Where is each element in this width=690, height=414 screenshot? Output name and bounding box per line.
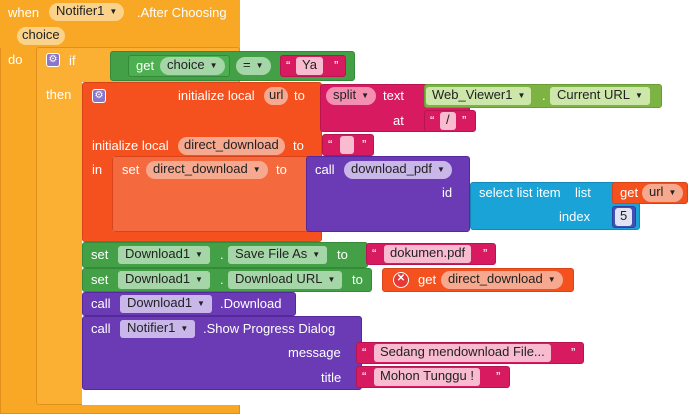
init-url-label: initialize local <box>178 88 255 103</box>
do-label: do <box>8 52 23 67</box>
split-at-label: at <box>393 113 404 128</box>
text-title-value[interactable]: Mohon Tunggu ! <box>374 368 480 386</box>
index-number-value[interactable]: 5 <box>615 208 633 226</box>
call-progress-call: call <box>91 321 111 336</box>
quote-close: ” <box>571 345 576 360</box>
webviewer-property-dropdown[interactable]: Current URL▼ <box>550 87 650 105</box>
init-url-to: to <box>294 88 305 103</box>
event-component-dropdown[interactable]: Notifier1▼ <box>49 3 125 21</box>
text-dokumen-value[interactable]: dokumen.pdf <box>384 245 472 263</box>
text-empty-value[interactable] <box>340 136 354 154</box>
webviewer-dot: . <box>542 88 546 103</box>
param-choice[interactable]: choice <box>17 27 65 45</box>
quote-close: ” <box>483 246 488 261</box>
when-label: when <box>8 5 40 20</box>
operator-dropdown[interactable]: =▼ <box>236 57 271 75</box>
init-dd-label: initialize local <box>92 138 169 153</box>
call-download-component-dropdown[interactable]: Download1▼ <box>120 295 212 313</box>
call-progress-component-dropdown[interactable]: Notifier1▼ <box>120 320 196 338</box>
if-label: if <box>69 53 76 68</box>
get-dd-get: get <box>418 272 437 287</box>
call-download-call: call <box>91 296 111 311</box>
set-url-set: set <box>91 272 109 287</box>
set-url-dot: . <box>220 272 224 287</box>
text-slash-value[interactable]: / <box>440 112 456 130</box>
get-dd-var-dropdown[interactable]: direct_download▼ <box>441 271 563 289</box>
quote-open: “ <box>362 369 367 384</box>
init-dd-to: to <box>293 138 304 153</box>
then-label: then <box>46 87 72 102</box>
call-pdf-call: call <box>315 162 335 177</box>
split-text-label: text <box>383 88 404 103</box>
title-label: title <box>321 370 342 385</box>
quote-open: “ <box>328 137 333 152</box>
event-name-label: .After Choosing <box>137 5 227 20</box>
quote-open: “ <box>372 246 377 261</box>
get-label: get <box>136 58 155 73</box>
call-pdf-id: id <box>442 185 453 200</box>
text-ya-value[interactable]: Ya <box>296 57 323 75</box>
set-save-dot: . <box>220 247 224 262</box>
select-index-label: index <box>559 209 591 224</box>
message-label: message <box>288 345 341 360</box>
set-save-set: set <box>91 247 109 262</box>
call-download-method: .Download <box>220 296 282 311</box>
quote-open: “ <box>362 345 367 360</box>
procedure-dropdown[interactable]: download_pdf▼ <box>344 161 452 179</box>
if-mutator-gear-icon[interactable]: ⚙ <box>46 53 60 67</box>
split-dropdown[interactable]: split▼ <box>326 87 377 105</box>
set-save-to: to <box>337 247 348 262</box>
init-url-var[interactable]: url <box>264 87 289 105</box>
set-save-property-dropdown[interactable]: Save File As▼ <box>228 246 328 264</box>
quote-open: “ <box>286 58 291 73</box>
select-list-item-block[interactable] <box>470 182 640 230</box>
get-url-dropdown[interactable]: url▼ <box>642 184 684 202</box>
webviewer-component-dropdown[interactable]: Web_Viewer1▼ <box>426 87 532 105</box>
error-x-icon[interactable]: ✕ <box>393 272 409 288</box>
get-var-dropdown[interactable]: choice▼ <box>160 57 225 75</box>
init-dd-var[interactable]: direct_download <box>178 137 285 155</box>
set-dd-to: to <box>276 162 287 177</box>
quote-close: ” <box>334 58 339 73</box>
set-url-property-dropdown[interactable]: Download URL▼ <box>228 271 343 289</box>
quote-close: ” <box>462 113 467 128</box>
init-mutator-gear-icon[interactable]: ⚙ <box>92 89 106 103</box>
quote-close: ” <box>496 369 501 384</box>
select-list-label: list <box>575 185 591 200</box>
set-dd-set: set <box>122 162 140 177</box>
quote-close: ” <box>362 137 367 152</box>
select-list-item-label: select list item <box>479 185 561 200</box>
set-save-component-dropdown[interactable]: Download1▼ <box>118 246 210 264</box>
quote-open: “ <box>430 113 435 128</box>
text-message-value[interactable]: Sedang mendownload File... <box>374 344 551 362</box>
call-progress-method: .Show Progress Dialog <box>203 321 336 336</box>
set-url-component-dropdown[interactable]: Download1▼ <box>118 271 210 289</box>
set-dd-var-dropdown[interactable]: direct_download▼ <box>146 161 268 179</box>
set-url-to: to <box>352 272 363 287</box>
get-url-get: get <box>620 185 639 200</box>
in-label: in <box>92 162 103 177</box>
